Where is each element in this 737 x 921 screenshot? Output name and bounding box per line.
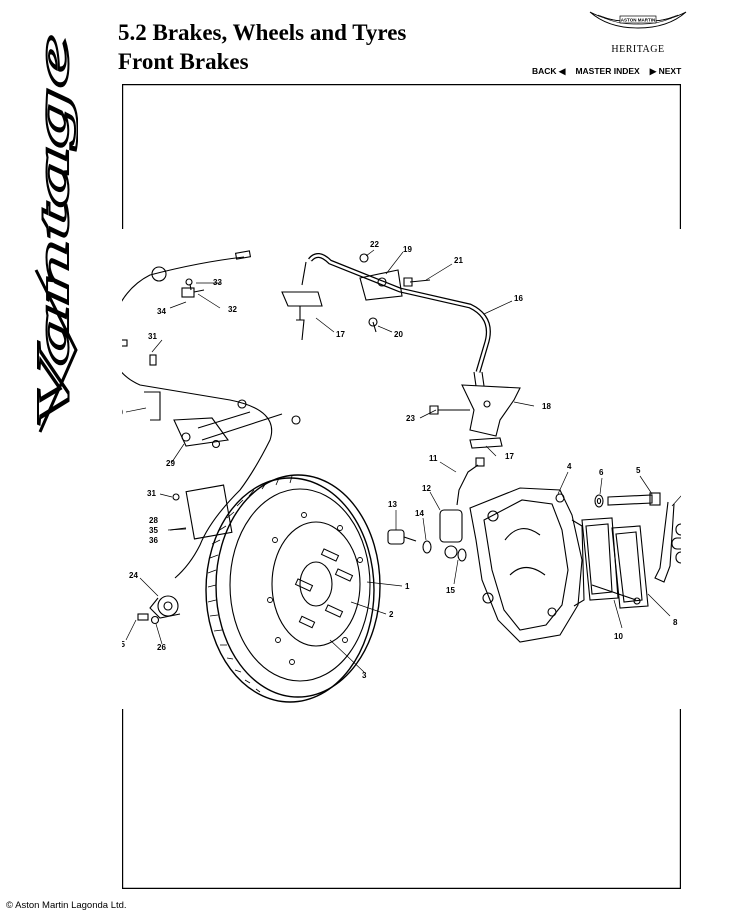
brand-strip-text: Vantage: [28, 35, 78, 430]
callout-4: 4: [567, 462, 572, 471]
callout-23: 23: [406, 414, 415, 423]
hose-fittings: [387, 457, 485, 562]
callout-33: 33: [213, 278, 222, 287]
callout-3: 3: [362, 671, 367, 680]
back-link[interactable]: BACK ◀: [532, 66, 566, 76]
flexible-hose: [301, 253, 491, 373]
page-navigation: BACK ◀ MASTER INDEX ▶ NEXT: [532, 66, 681, 77]
callout-10: 10: [614, 632, 623, 641]
callout-25: 25: [122, 640, 125, 649]
callout-21: 21: [454, 256, 463, 265]
heritage-label: HERITAGE: [611, 44, 665, 55]
callout-35: 35: [149, 526, 158, 535]
callout-26: 26: [157, 643, 166, 652]
callout-11: 11: [429, 454, 438, 463]
caliper-hardware: [591, 492, 681, 605]
callout-20: 20: [394, 330, 403, 339]
abs-sensor-harness: [122, 250, 301, 625]
brake-pads: [581, 517, 649, 609]
callout-34: 34: [157, 307, 166, 316]
callout-13: 13: [388, 500, 397, 509]
callout-12: 12: [422, 484, 431, 493]
page-title: 5.2 Brakes, Wheels and Tyres Front Brake…: [118, 18, 406, 76]
callout-5: 5: [636, 466, 641, 475]
callout-16: 16: [514, 294, 523, 303]
callout-29: 29: [166, 459, 175, 468]
callout-36: 36: [149, 536, 158, 545]
callout-32: 32: [228, 305, 237, 314]
section-title: 5.2 Brakes, Wheels and Tyres: [118, 20, 407, 45]
next-link[interactable]: ▶ NEXT: [649, 66, 682, 76]
callout-1: 1: [405, 582, 410, 591]
diagram-frame: 1 2 3 4 5 6 7 8 9 10 11 12 13 14 15 16 1…: [122, 84, 681, 889]
callout-31-lower: 31: [147, 489, 156, 498]
master-index-link[interactable]: MASTER INDEX: [575, 66, 640, 76]
subsection-title: Front Brakes: [118, 49, 249, 74]
callout-30: 30: [122, 408, 123, 417]
front-brakes-exploded-diagram: 1 2 3 4 5 6 7 8 9 10 11 12 13 14 15 16 1…: [122, 84, 681, 889]
callout-17-top: 17: [336, 330, 345, 339]
callout-18: 18: [542, 402, 551, 411]
callout-31-upper: 31: [148, 332, 157, 341]
callout-19: 19: [403, 245, 412, 254]
callout-15: 15: [446, 586, 455, 595]
top-bracket-hardware: [281, 253, 431, 341]
copyright-footer: © Aston Martin Lagonda Ltd.: [6, 900, 127, 911]
callout-24: 24: [129, 571, 138, 580]
brake-caliper: [469, 487, 585, 643]
callout-2: 2: [389, 610, 394, 619]
callout-28: 28: [149, 516, 158, 525]
callout-22: 22: [370, 240, 379, 249]
callout-6: 6: [599, 468, 604, 477]
callout-8: 8: [673, 618, 678, 627]
brake-disc: [205, 474, 381, 703]
hose-bracket: [429, 371, 521, 449]
vantage-brand-strip: Vantage: [28, 34, 78, 433]
aston-martin-wings-logo: ASTON MARTIN: [589, 11, 687, 29]
callout-14: 14: [415, 509, 424, 518]
logo-text: ASTON MARTIN: [621, 18, 655, 23]
callout-17-lower: 17: [505, 452, 514, 461]
